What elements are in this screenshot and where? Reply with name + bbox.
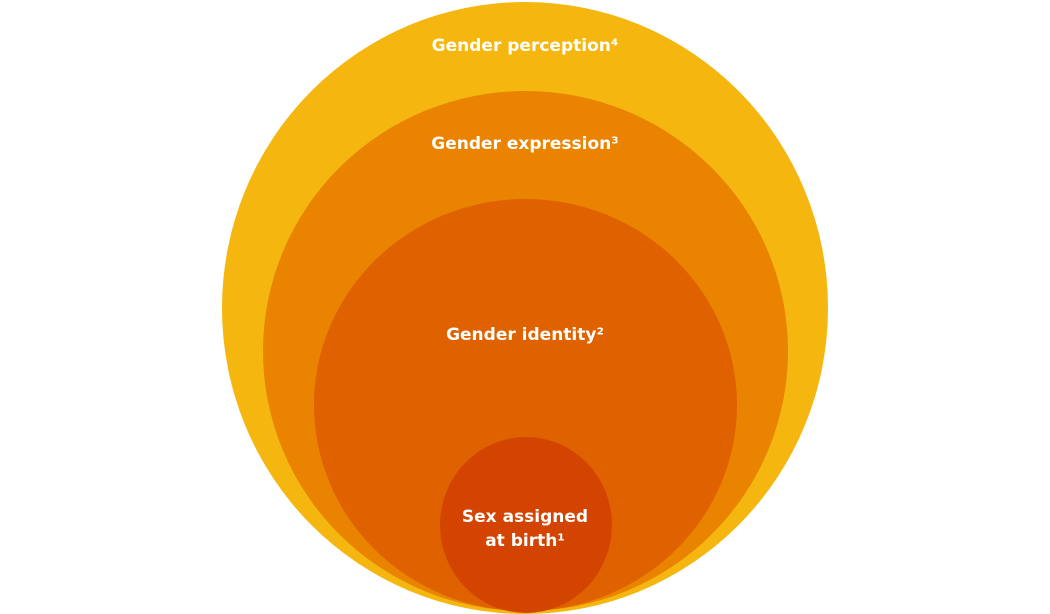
label-gender-identity: Gender identity² — [446, 325, 604, 345]
label-gender-expression: Gender expression³ — [431, 134, 619, 154]
label-sex-assigned-line2: at birth¹ — [485, 531, 565, 551]
label-sex-assigned-line1: Sex assigned — [461, 507, 589, 527]
inner-circle-sex-assigned — [440, 437, 612, 613]
label-gender-perception: Gender perception⁴ — [431, 36, 619, 56]
